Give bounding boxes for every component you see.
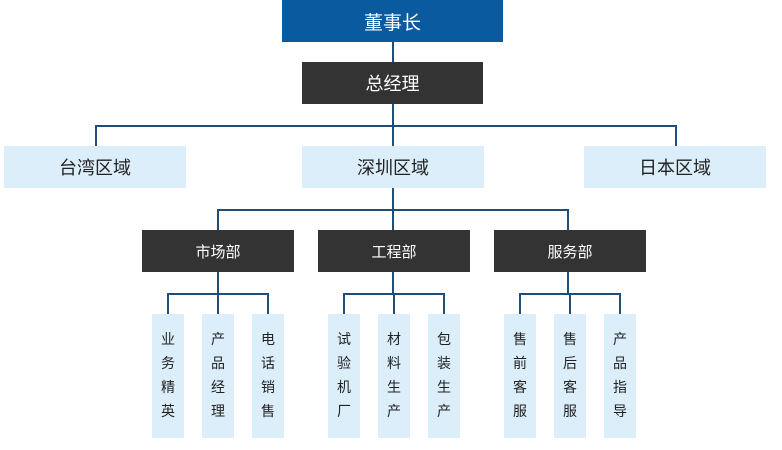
connector-line	[443, 293, 445, 314]
connector-line	[392, 188, 394, 210]
connector-line	[95, 125, 677, 127]
team-char: 机	[337, 380, 351, 396]
team-node: 业 务 精 英	[152, 314, 184, 438]
connector-line	[392, 209, 394, 230]
dept-marketing-node: 市场部	[142, 230, 294, 272]
team-node: 售 后 客 服	[554, 314, 586, 438]
team-char: 品	[211, 356, 225, 372]
team-char: 验	[337, 356, 351, 372]
connector-line	[519, 293, 521, 314]
team-char: 品	[613, 356, 627, 372]
team-char: 产	[437, 404, 451, 420]
connector-line	[567, 272, 569, 294]
team-char: 厂	[337, 404, 351, 420]
team-char: 售	[563, 332, 577, 348]
team-char: 售	[261, 404, 275, 420]
team-char: 销	[261, 380, 275, 396]
connector-line	[217, 272, 219, 294]
team-char: 产	[613, 332, 627, 348]
team-char: 业	[161, 332, 175, 348]
team-char: 电	[261, 332, 275, 348]
team-node: 包 装 生 产	[428, 314, 460, 438]
team-node: 售 前 客 服	[504, 314, 536, 438]
team-char: 生	[387, 380, 401, 396]
team-char: 材	[387, 332, 401, 348]
team-node: 试 验 机 厂	[328, 314, 360, 438]
connector-line	[392, 125, 394, 146]
connector-line	[217, 293, 219, 314]
chairman-node: 董事长	[282, 0, 503, 42]
gm-node: 总经理	[302, 62, 483, 104]
connector-line	[217, 209, 219, 230]
team-char: 售	[513, 332, 527, 348]
connector-line	[393, 293, 395, 314]
team-char: 指	[613, 380, 627, 396]
team-char: 客	[563, 380, 577, 396]
team-char: 产	[387, 404, 401, 420]
team-char: 包	[437, 332, 451, 348]
dept-service-node: 服务部	[494, 230, 646, 272]
team-char: 生	[437, 380, 451, 396]
team-node: 产 品 经 理	[202, 314, 234, 438]
team-node: 产 品 指 导	[604, 314, 636, 438]
team-char: 导	[613, 404, 627, 420]
team-node: 电 话 销 售	[252, 314, 284, 438]
region-taiwan-node: 台湾区域	[4, 146, 186, 188]
team-char: 英	[161, 404, 175, 420]
connector-line	[569, 293, 571, 314]
connector-line	[343, 293, 345, 314]
team-char: 产	[211, 332, 225, 348]
team-char: 经	[211, 380, 225, 396]
team-char: 料	[387, 356, 401, 372]
region-shenzhen-node: 深圳区域	[302, 146, 484, 188]
connector-line	[167, 293, 169, 314]
team-char: 装	[437, 356, 451, 372]
connector-line	[267, 293, 269, 314]
connector-line	[619, 293, 621, 314]
connector-line	[95, 125, 97, 146]
team-char: 话	[261, 356, 275, 372]
team-char: 试	[337, 332, 351, 348]
connector-line	[567, 209, 569, 230]
connector-line	[392, 104, 394, 126]
team-char: 前	[513, 356, 527, 372]
team-char: 理	[211, 404, 225, 420]
dept-engineering-node: 工程部	[318, 230, 470, 272]
connector-line	[392, 42, 394, 62]
region-japan-node: 日本区域	[584, 146, 766, 188]
connector-line	[392, 272, 394, 294]
team-char: 精	[161, 380, 175, 396]
team-node: 材 料 生 产	[378, 314, 410, 438]
team-char: 务	[161, 356, 175, 372]
team-char: 服	[563, 404, 577, 420]
connector-line	[675, 125, 677, 146]
team-char: 后	[563, 356, 577, 372]
team-char: 服	[513, 404, 527, 420]
team-char: 客	[513, 380, 527, 396]
